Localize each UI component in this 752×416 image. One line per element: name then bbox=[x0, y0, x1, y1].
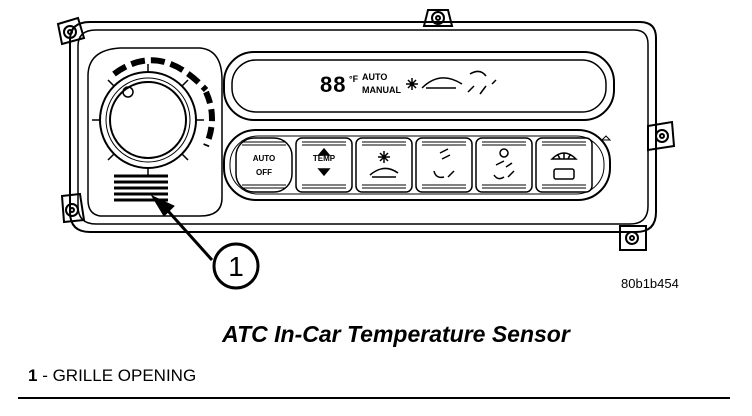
mounting-tab-top-left bbox=[56, 16, 86, 46]
display-fan-icon bbox=[406, 78, 418, 90]
grille-opening bbox=[114, 174, 168, 202]
callout-number: 1 bbox=[228, 251, 244, 282]
fan-recirc-icon bbox=[369, 151, 399, 178]
legend-item: 1 - GRILLE OPENING bbox=[28, 366, 196, 386]
callout-leader bbox=[150, 194, 260, 290]
mounting-tab-top-right bbox=[422, 9, 454, 27]
temp-up-arrow-icon bbox=[317, 147, 331, 156]
hvac-button-2[interactable]: TEMP bbox=[295, 137, 353, 193]
mounting-tab-bottom-left bbox=[60, 192, 86, 224]
hvac-button-6[interactable] bbox=[535, 137, 593, 193]
display-vent-icon bbox=[467, 70, 497, 95]
display-manual: MANUAL bbox=[362, 85, 401, 95]
display-auto: AUTO bbox=[362, 72, 387, 82]
button-label-2: TEMP bbox=[313, 154, 336, 163]
legend-separator: - bbox=[37, 366, 53, 385]
legend-number: 1 bbox=[28, 366, 38, 385]
figure-caption: ATC In-Car Temperature Sensor bbox=[222, 321, 570, 347]
figure-id: 80b1b454 bbox=[621, 276, 679, 291]
display-digits: 88 bbox=[320, 72, 346, 97]
button-label-1: AUTO bbox=[253, 154, 276, 163]
fan-scale bbox=[112, 57, 209, 93]
temp-down-arrow-icon bbox=[317, 168, 331, 177]
mounting-tab-bottom-right bbox=[619, 225, 647, 251]
display-window bbox=[223, 51, 615, 121]
display-degree: °F bbox=[349, 74, 359, 84]
bezel-outline bbox=[69, 21, 657, 233]
display-recirc-icon bbox=[421, 77, 463, 89]
hvac-button-4[interactable] bbox=[415, 137, 473, 193]
hvac-button-1[interactable]: AUTO OFF bbox=[235, 137, 293, 193]
bottom-rule bbox=[18, 397, 730, 399]
hvac-button-3[interactable] bbox=[355, 137, 413, 193]
legend-label: GRILLE OPENING bbox=[52, 366, 197, 385]
hvac-button-5[interactable] bbox=[475, 137, 533, 193]
fan-speed-knob[interactable] bbox=[99, 71, 197, 169]
button-sublabel-1: OFF bbox=[256, 168, 272, 177]
display-readout: 88 °F AUTO MANUAL bbox=[320, 70, 497, 97]
mounting-tab-right bbox=[647, 120, 676, 152]
callout-circle bbox=[212, 242, 260, 290]
bi-level-icon bbox=[493, 148, 515, 180]
defrost-icon bbox=[550, 152, 578, 180]
panel-vent-icon bbox=[433, 148, 455, 179]
